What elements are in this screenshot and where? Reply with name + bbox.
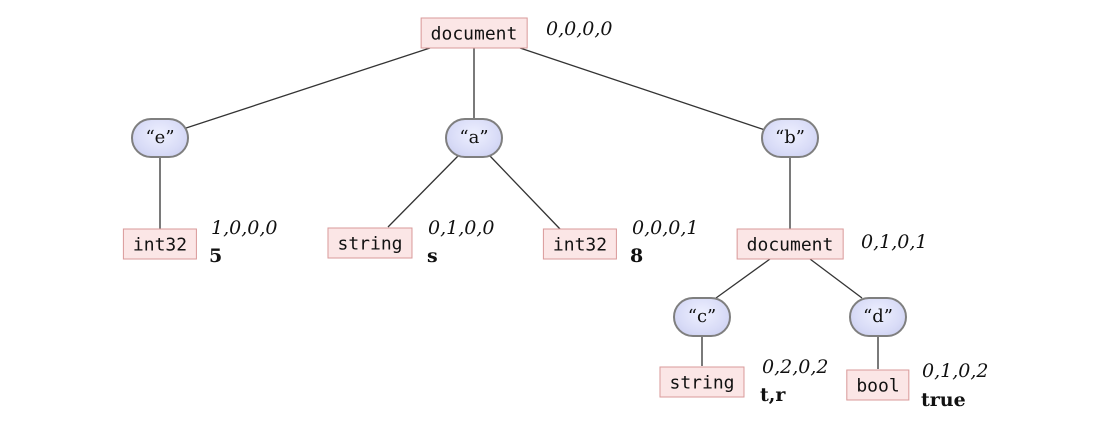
key-a-node: “a” bbox=[445, 118, 503, 158]
key-b-node: “b” bbox=[761, 118, 819, 158]
root-counter-label: 0,0,0,0 bbox=[546, 18, 613, 40]
d-bool-counter-label: 0,1,0,2 bbox=[922, 360, 989, 382]
d-bool-value-label: true bbox=[921, 389, 966, 411]
e-int32-counter-label: 1,0,0,0 bbox=[211, 217, 278, 239]
key-d-node: “d” bbox=[849, 297, 907, 337]
c-string-value-label: t,r bbox=[760, 384, 786, 406]
edge-document-c bbox=[715, 258, 771, 299]
edge-a-int32 bbox=[489, 155, 561, 230]
e-int32-value-label: 5 bbox=[209, 245, 223, 267]
d-bool-node: bool bbox=[846, 369, 910, 401]
a-string-value-label: s bbox=[427, 245, 438, 267]
key-e-node: “e” bbox=[131, 118, 189, 158]
b-document-node: document bbox=[736, 228, 844, 260]
c-string-counter-label: 0,2,0,2 bbox=[762, 356, 829, 378]
edge-a-string bbox=[387, 155, 459, 228]
a-int32-value-label: 8 bbox=[630, 245, 644, 267]
edge-root-e bbox=[179, 47, 431, 131]
a-string-node: string bbox=[327, 227, 413, 259]
root-document-node: document bbox=[420, 17, 528, 49]
key-c-node: “c” bbox=[673, 297, 731, 337]
a-string-counter-label: 0,1,0,0 bbox=[428, 217, 495, 239]
b-document-counter-label: 0,1,0,1 bbox=[861, 231, 928, 253]
a-int32-counter-label: 0,0,0,1 bbox=[632, 217, 699, 239]
e-int32-node: int32 bbox=[122, 228, 198, 260]
edge-root-b bbox=[519, 47, 766, 131]
edge-document-d bbox=[809, 258, 863, 299]
a-int32-node: int32 bbox=[542, 228, 618, 260]
c-string-node: string bbox=[659, 366, 745, 398]
